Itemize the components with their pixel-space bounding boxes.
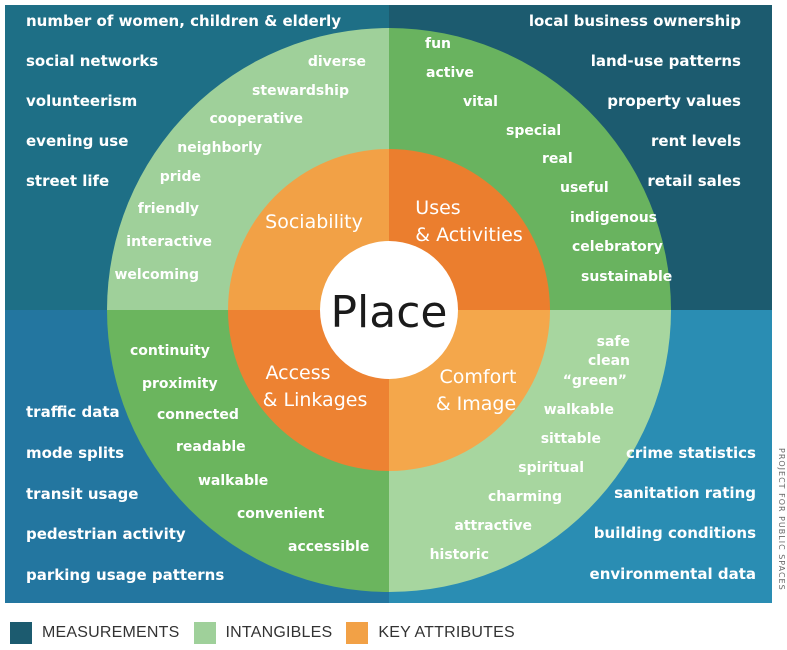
- key-attribute-sociability: Sociability: [265, 211, 363, 233]
- measurement-item: mode splits: [26, 444, 124, 462]
- measurement-item: rent levels: [651, 132, 741, 150]
- intangible-item: useful: [560, 180, 609, 196]
- intangible-item: cooperative: [209, 111, 303, 127]
- key-attribute-uses-line1: Uses: [415, 197, 460, 219]
- measurement-item: retail sales: [647, 172, 741, 190]
- legend-label: INTANGIBLES: [225, 624, 333, 641]
- intangible-item: welcoming: [114, 267, 199, 283]
- legend-swatch: [346, 622, 369, 644]
- intangible-item: attractive: [454, 518, 532, 534]
- intangible-item: fun: [425, 36, 451, 52]
- key-attribute-uses-line2: & Activities: [415, 224, 523, 246]
- key-attribute-access-line1: Access: [265, 362, 330, 384]
- measurement-item: street life: [26, 172, 109, 190]
- legend-item-key-attributes: KEY ATTRIBUTES: [346, 622, 515, 644]
- intangible-item: clean: [588, 353, 630, 369]
- measurement-item: transit usage: [26, 485, 138, 503]
- intangible-item: diverse: [308, 54, 366, 70]
- measurement-item: number of women, children & elderly: [26, 12, 341, 30]
- place-center-label: Place: [331, 287, 448, 338]
- legend-item-measurements: MEASUREMENTS: [10, 622, 180, 644]
- intangible-item: sustainable: [581, 269, 672, 285]
- measurement-item: environmental data: [590, 565, 756, 583]
- intangible-item: special: [506, 123, 561, 139]
- legend-item-intangibles: INTANGIBLES: [193, 622, 333, 644]
- legend-label: MEASUREMENTS: [42, 624, 180, 641]
- measurement-item: pedestrian activity: [26, 525, 186, 543]
- measurement-item: building conditions: [594, 524, 756, 542]
- measurement-item: property values: [607, 92, 741, 110]
- legend: MEASUREMENTS INTANGIBLES KEY ATTRIBUTES: [10, 620, 529, 646]
- intangible-item: connected: [157, 407, 239, 423]
- intangible-item: neighborly: [177, 140, 262, 156]
- intangible-item: real: [542, 151, 573, 167]
- intangible-item: walkable: [198, 473, 268, 489]
- measurement-item: crime statistics: [626, 444, 756, 462]
- legend-label: KEY ATTRIBUTES: [378, 624, 515, 641]
- intangible-item: celebratory: [572, 239, 663, 255]
- legend-swatch: [193, 622, 216, 644]
- place-center-circle: [320, 241, 458, 379]
- intangible-item: proximity: [142, 376, 218, 392]
- credit-label: PROJECT FOR PUBLIC SPACES: [777, 448, 786, 591]
- key-attribute-access-line2: & Linkages: [263, 389, 368, 411]
- intangible-item: interactive: [126, 234, 212, 250]
- intangible-item: vital: [463, 94, 498, 110]
- measurement-item: sanitation rating: [614, 484, 756, 502]
- intangible-item: convenient: [237, 506, 325, 522]
- measurement-item: land-use patterns: [591, 52, 741, 70]
- measurement-item: volunteerism: [26, 92, 137, 110]
- intangible-item: friendly: [138, 201, 199, 217]
- legend-swatch: [10, 622, 32, 644]
- measurement-item: parking usage patterns: [26, 566, 224, 584]
- intangible-item: pride: [160, 169, 201, 185]
- key-attribute-comfort-line2: & Image: [436, 393, 516, 415]
- measurement-item: traffic data: [26, 403, 120, 421]
- intangible-item: active: [426, 65, 474, 81]
- intangible-item: readable: [176, 439, 246, 455]
- intangible-item: “green”: [563, 373, 627, 389]
- measurement-item: local business ownership: [529, 12, 741, 30]
- intangible-item: sittable: [541, 431, 601, 447]
- intangible-item: stewardship: [252, 83, 349, 99]
- intangible-item: continuity: [130, 343, 210, 359]
- measurement-item: social networks: [26, 52, 158, 70]
- intangible-item: walkable: [544, 402, 614, 418]
- intangible-item: historic: [430, 547, 489, 563]
- intangible-item: safe: [597, 334, 630, 350]
- key-attribute-comfort-line1: Comfort: [440, 366, 517, 388]
- intangible-item: charming: [488, 489, 562, 505]
- intangible-item: accessible: [288, 539, 369, 555]
- intangible-item: indigenous: [570, 210, 657, 226]
- intangible-item: spiritual: [518, 460, 584, 476]
- measurement-item: evening use: [26, 132, 128, 150]
